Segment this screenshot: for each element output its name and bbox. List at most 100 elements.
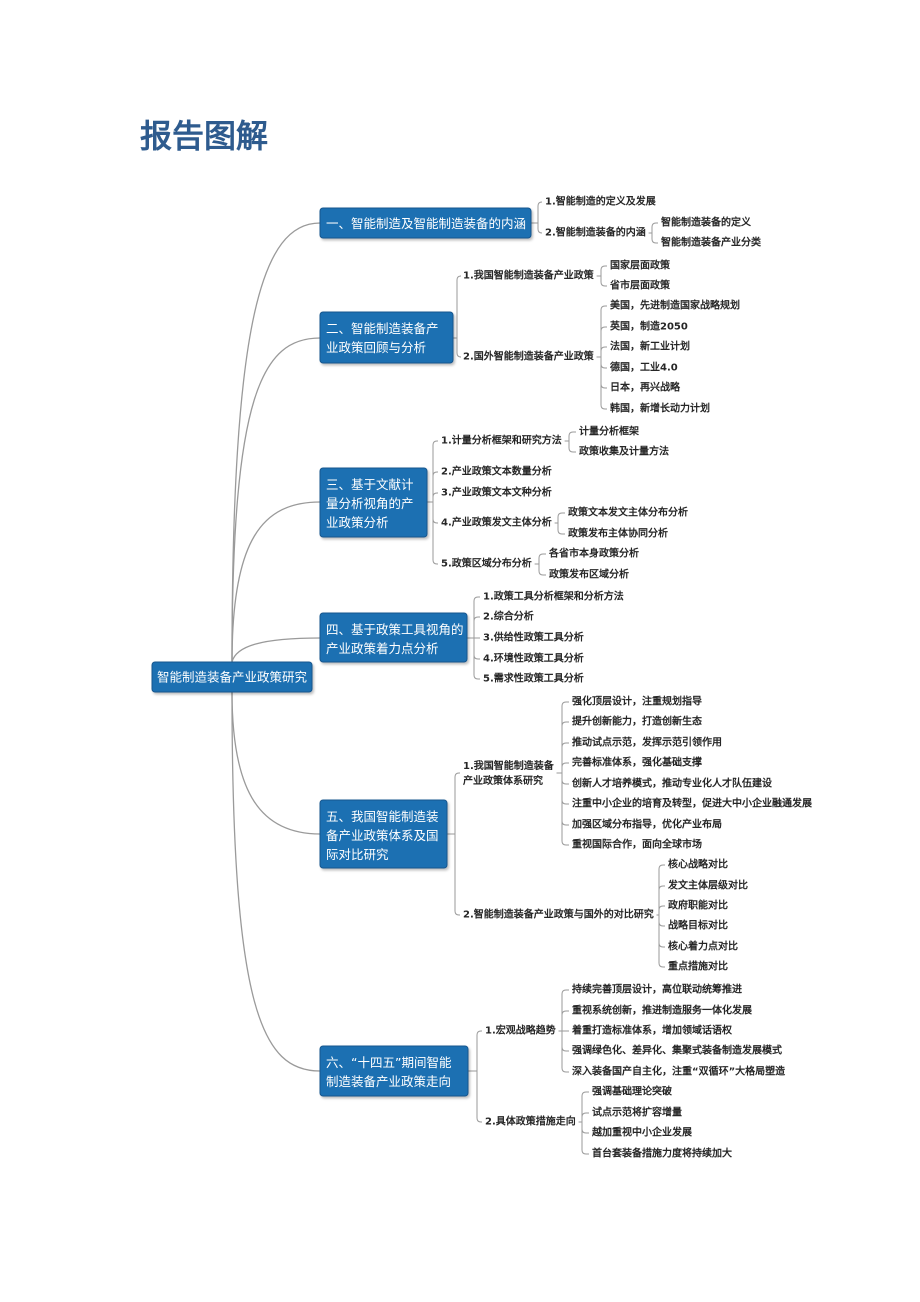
leaf-node: 政策收集及计量方法 xyxy=(579,445,669,458)
connector-line xyxy=(578,1121,589,1155)
connector-line xyxy=(556,772,569,826)
leaf-node: 深入装备国产自主化，注重“双循环”大格局塑造 xyxy=(572,1065,786,1078)
sub-node: 1.我国智能制造装备 产业政策体系研究 xyxy=(463,759,557,787)
connector-line xyxy=(656,914,665,968)
leaf-node: 推动试点示范，发挥示范引领作用 xyxy=(572,736,722,749)
branch-node-box xyxy=(319,467,428,538)
leaf-node: 试点示范将扩容增量 xyxy=(592,1106,682,1119)
connector-line xyxy=(467,596,480,639)
connector-line xyxy=(531,201,543,224)
leaf-node: 核心着力点对比 xyxy=(668,940,738,953)
sub-node: 5.需求性政策工具分析 xyxy=(483,672,584,685)
branch-node-box xyxy=(319,207,532,239)
connector-line xyxy=(447,772,460,835)
sub-node: 5.政策区域分布分析 xyxy=(441,557,532,570)
connector-line xyxy=(596,305,607,358)
node-label-line: 备产业政策体系及国 xyxy=(326,828,439,843)
connector-line xyxy=(427,440,438,503)
connector-line xyxy=(556,772,569,846)
sub-node: 1.宏观战略趋势 xyxy=(485,1024,556,1037)
connector-line xyxy=(468,1030,482,1072)
leaf-node: 英国，制造2050 xyxy=(609,320,688,333)
connector-line xyxy=(556,772,569,785)
sub-node: 4.环境性政策工具分析 xyxy=(483,652,584,665)
node-label-line: 量分析视角的产 xyxy=(326,496,414,511)
leaf-node: 战略目标对比 xyxy=(668,919,728,932)
node-label-line: 五、我国智能制造装 xyxy=(326,809,439,824)
branch-node-box xyxy=(319,612,468,663)
connector-line xyxy=(596,326,607,358)
leaf-node: 省市层面政策 xyxy=(609,279,671,292)
connector-line xyxy=(656,905,665,916)
branch-6: 六、“十四五”期间智能 制造装备产业政策走向 1.宏观战略趋势 持续完善顶层设计… xyxy=(319,983,786,1160)
root-node-box xyxy=(151,661,313,693)
branch-node-label: 二、智能制造装备产 业政策回顾与分析 xyxy=(326,321,443,355)
leaf-node: 持续完善顶层设计，高位联动统筹推进 xyxy=(572,983,742,996)
leaf-node: 法国，新工业计划 xyxy=(610,340,690,353)
connector-line xyxy=(453,337,462,358)
branch-5: 五、我国智能制造装 备产业政策体系及国 际对比研究 1.我国智能制造装备 产业政… xyxy=(319,695,812,973)
node-label-line: 产业政策着力点分析 xyxy=(326,641,439,656)
connector-line xyxy=(578,1091,589,1123)
leaf-node: 智能制造装备的定义 xyxy=(661,216,752,229)
node-label-line: 1.我国智能制造装备 xyxy=(463,759,555,772)
leaf-node: 强调绿色化、差异化、集聚式装备制造发展模式 xyxy=(572,1044,782,1057)
connector-line xyxy=(564,440,576,453)
connector-line xyxy=(596,346,607,358)
leaf-node: 政策文本发文主体分布分析 xyxy=(568,506,688,519)
connector-line xyxy=(656,864,665,916)
leaf-node: 各省市本身政策分析 xyxy=(548,547,639,560)
branch-curve xyxy=(231,691,321,1072)
root-node-label: 智能制造装备产业政策研究 xyxy=(157,670,308,685)
branch-curve xyxy=(231,501,321,663)
sub-node: 1.智能制造的定义及发展 xyxy=(545,195,656,208)
connector-line xyxy=(468,1070,482,1123)
sub-node: 2.产业政策文本数量分析 xyxy=(441,465,552,478)
connector-line xyxy=(596,356,607,389)
connector-line xyxy=(534,553,546,565)
connector-line xyxy=(556,701,569,774)
leaf-node: 注重中小企业的培育及转型，促进大中小企业融通发展 xyxy=(572,797,812,810)
sub-node: 1.我国智能制造装备产业政策 xyxy=(463,269,595,282)
connector-line xyxy=(558,989,569,1032)
leaf-node: 强化顶层设计，注重规划指导 xyxy=(572,695,702,708)
connector-line xyxy=(648,222,658,234)
leaf-node: 重点措施对比 xyxy=(668,960,728,973)
leaf-node: 政府职能对比 xyxy=(668,899,728,912)
node-label-line: 二、智能制造装备产 xyxy=(326,321,439,336)
connector-line xyxy=(556,772,569,805)
connector-line xyxy=(578,1112,589,1123)
leaf-node: 国家层面政策 xyxy=(610,259,671,272)
connector-line xyxy=(558,1030,569,1073)
branch-1: 一、智能制造及智能制造装备的内涵 1.智能制造的定义及发展 2.智能制造装备的内… xyxy=(319,195,761,249)
node-label-line: 一、智能制造及智能制造装备的内涵 xyxy=(326,216,526,231)
main-branch-curves xyxy=(231,222,321,1072)
sub-node: 3.供给性政策工具分析 xyxy=(483,631,584,644)
leaf-node: 计量分析框架 xyxy=(579,425,639,438)
branch-2: 二、智能制造装备产 业政策回顾与分析 1.我国智能制造装备产业政策 国家层面政策… xyxy=(319,259,740,415)
branch-3: 三、基于文献计 量分析视角的产 业政策分析 1.计量分析框架和研究方法 计量分析… xyxy=(319,425,688,581)
leaf-node: 发文主体层级对比 xyxy=(667,879,748,892)
leaf-node: 政策发布主体协同分析 xyxy=(568,527,668,540)
leaf-node: 核心战略对比 xyxy=(668,858,728,871)
sub-node: 2.综合分析 xyxy=(483,610,534,623)
sub-node: 2.具体政策措施走向 xyxy=(485,1115,576,1128)
leaf-node: 加强区域分布指导，优化产业布局 xyxy=(571,818,722,831)
connector-line xyxy=(596,265,607,277)
connector-line xyxy=(554,512,565,524)
connector-line xyxy=(556,742,569,774)
leaf-node: 提升创新能力，打造创新生态 xyxy=(572,715,702,728)
leaf-node: 首台套装备措施力度将持续加大 xyxy=(592,1147,732,1160)
leaf-node: 政策发布区域分析 xyxy=(549,568,629,581)
sub-node: 2.国外智能制造装备产业政策 xyxy=(463,350,595,363)
leaf-node: 日本，再兴战略 xyxy=(610,381,681,394)
leaf-node: 越加重视中小企业发展 xyxy=(591,1126,692,1139)
branch-node-label: 四、基于政策工具视角的 产业政策着力点分析 xyxy=(326,622,468,656)
node-label-line: 产业政策体系研究 xyxy=(463,774,543,787)
connector-line xyxy=(554,522,565,535)
root-node: 智能制造装备产业政策研究 xyxy=(151,661,313,693)
connector-line xyxy=(427,471,438,503)
leaf-node: 德国，工业4.0 xyxy=(609,361,678,374)
connector-line xyxy=(467,616,480,639)
connector-line xyxy=(656,885,665,916)
